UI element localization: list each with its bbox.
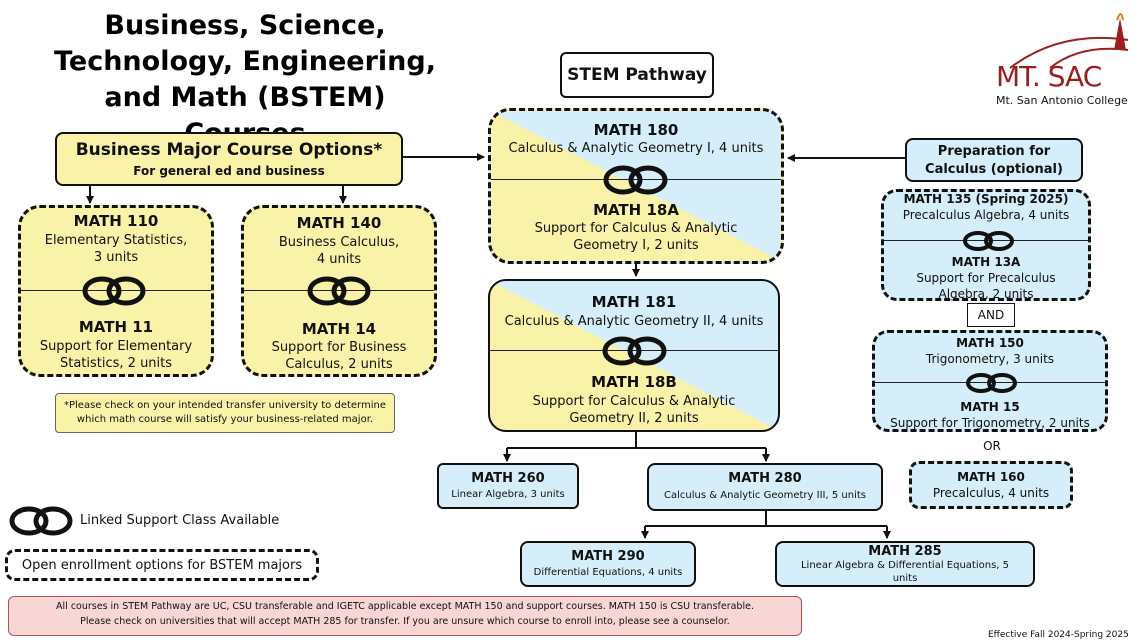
support-desc: Support for Calculus & Analytic [534, 221, 738, 236]
and-label: AND [967, 303, 1015, 327]
support-code: MATH 13A [951, 255, 1021, 269]
support-desc: Support for Business [271, 340, 407, 355]
college-logo: MT. SAC Mt. San Antonio College [990, 10, 1130, 110]
legend-open-enrollment: Open enrollment options for BSTEM majors [5, 549, 319, 581]
math-135-card: MATH 135 (Spring 2025) Precalculus Algeb… [881, 189, 1091, 301]
support-units: Geometry II, 2 units [569, 411, 699, 426]
legend-open-label: Open enrollment options for BSTEM majors [21, 558, 303, 573]
course-code: MATH 150 [956, 336, 1024, 350]
math-181-card: MATH 181 Calculus & Analytic Geometry II… [488, 279, 780, 432]
course-desc: Precalculus Algebra, 4 units [902, 208, 1070, 222]
support-units: Calculus, 2 units [285, 357, 393, 372]
or-label: OR [970, 439, 1014, 453]
course-desc-cont: units [892, 573, 918, 584]
course-desc: Elementary Statistics, [44, 233, 188, 248]
torch-icon [1009, 13, 1129, 69]
note-line-1: *Please check on your intended transfer … [64, 400, 386, 411]
legend-linked-label: Linked Support Class Available [80, 513, 280, 528]
course-code: MATH 285 [868, 544, 942, 559]
course-code: MATH 280 [728, 471, 802, 486]
page-title: Business, Science, Technology, Engineeri… [40, 8, 450, 152]
linked-chain-icon [602, 336, 667, 366]
course-code: MATH 135 (Spring 2025) [903, 192, 1069, 206]
support-code: MATH 14 [301, 320, 377, 338]
or-text: OR [983, 439, 1001, 453]
course-desc: Differential Equations, 4 units [533, 567, 683, 578]
linked-chain-icon [603, 165, 668, 195]
course-desc: Calculus & Analytic Geometry I, 4 units [508, 141, 764, 156]
course-code: MATH 140 [296, 214, 382, 232]
support-code: MATH 18B [591, 373, 677, 391]
logo-name: MT. SAC [996, 60, 1102, 93]
course-code: MATH 110 [73, 212, 159, 230]
linked-chain-icon [963, 231, 1014, 251]
title-line-1: Business, Science, [104, 10, 386, 41]
legend-chain-icon [9, 506, 73, 536]
math-280-card: MATH 280 Calculus & Analytic Geometry II… [647, 463, 883, 511]
math-285-card: MATH 285 Linear Algebra & Differential E… [775, 541, 1035, 587]
linked-chain-icon [307, 276, 371, 306]
course-code: MATH 290 [571, 549, 645, 564]
prep-heading-line2: Calculus (optional) [925, 162, 1063, 177]
course-desc: Precalculus, 4 units [932, 486, 1050, 500]
business-options-heading: Business Major Course Options* For gener… [55, 132, 403, 186]
support-code: MATH 18A [593, 201, 679, 219]
math-260-card: MATH 260 Linear Algebra, 3 units [437, 463, 579, 509]
footer-note: All courses in STEM Pathway are UC, CSU … [8, 596, 802, 636]
stem-pathway-label: STEM Pathway [560, 52, 714, 98]
course-desc: Business Calculus, [278, 235, 400, 250]
business-subheading-text: For general ed and business [133, 164, 325, 178]
business-heading-text: Business Major Course Options* [75, 140, 383, 160]
support-units: Algebra, 2 units [938, 287, 1034, 301]
support-desc: Support for Calculus & Analytic [532, 394, 736, 409]
and-text: AND [977, 308, 1005, 322]
prep-heading: Preparation for Calculus (optional) [905, 138, 1083, 182]
support-units: Statistics, 2 units [59, 356, 173, 371]
support-desc: Support for Precalculus [916, 271, 1056, 285]
course-code: MATH 260 [471, 471, 545, 486]
math-140-card: MATH 140 Business Calculus, 4 units MATH… [241, 205, 437, 377]
course-desc: Calculus & Analytic Geometry III, 5 unit… [664, 490, 866, 501]
course-units: 4 units [316, 252, 362, 267]
course-desc: Trigonometry, 3 units [925, 352, 1055, 366]
support-code: MATH 11 [78, 318, 154, 336]
math-150-card: MATH 150 Trigonometry, 3 units MATH 15 S… [872, 330, 1108, 432]
course-code: MATH 180 [593, 121, 679, 139]
footer-line-1: All courses in STEM Pathway are UC, CSU … [56, 601, 754, 612]
support-units: Geometry I, 2 units [573, 238, 699, 253]
course-desc: Linear Algebra & Differential Equations,… [800, 560, 1010, 571]
prep-heading-line1: Preparation for [937, 144, 1051, 159]
course-desc: Linear Algebra, 3 units [451, 489, 565, 500]
math-180-card: MATH 180 Calculus & Analytic Geometry I,… [488, 108, 784, 264]
effective-date: Effective Fall 2024-Spring 2025 [988, 630, 1129, 640]
stem-pathway-text: STEM Pathway [567, 65, 707, 85]
footer-line-2: Please check on universities that will a… [80, 616, 730, 627]
title-line-2: Technology, Engineering, [54, 46, 436, 77]
course-units: 3 units [93, 250, 139, 265]
linked-chain-icon [966, 373, 1017, 393]
support-desc: Support for Trigonometry, 2 units [890, 416, 1090, 430]
linked-chain-icon [82, 276, 146, 306]
logo-subtitle: Mt. San Antonio College [996, 94, 1128, 107]
support-desc: Support for Elementary [39, 339, 193, 354]
course-code: MATH 181 [591, 293, 677, 311]
transfer-note: *Please check on your intended transfer … [55, 393, 395, 433]
math-160-card: MATH 160 Precalculus, 4 units [909, 461, 1073, 509]
support-code: MATH 15 [960, 400, 1020, 414]
math-110-card: MATH 110 Elementary Statistics, 3 units … [18, 205, 214, 377]
course-desc: Calculus & Analytic Geometry II, 4 units [504, 314, 764, 329]
note-line-2: which math course will satisfy your busi… [76, 414, 374, 425]
math-290-card: MATH 290 Differential Equations, 4 units [520, 541, 696, 587]
course-code: MATH 160 [957, 470, 1025, 484]
